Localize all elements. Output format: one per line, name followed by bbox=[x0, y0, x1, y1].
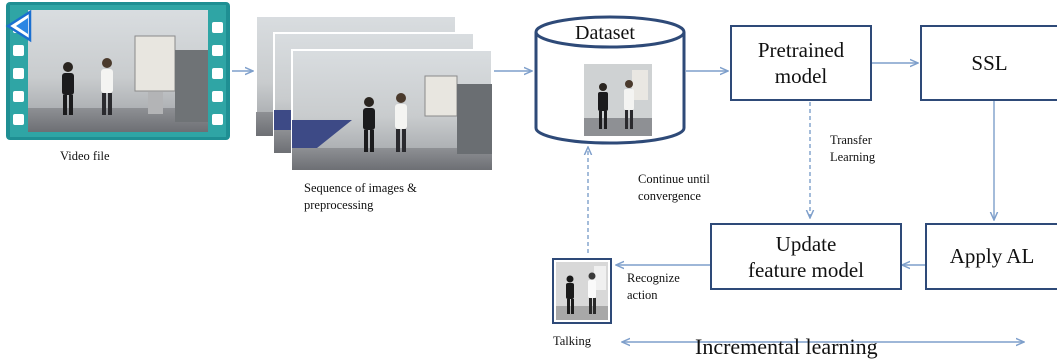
dataset-thumbnail bbox=[584, 64, 652, 136]
arrows bbox=[232, 63, 1024, 342]
apply-al-label: Apply AL bbox=[949, 244, 1035, 268]
update-feature-model-label-line1: Update bbox=[775, 231, 837, 256]
sequence-label-line1: Sequence of images & bbox=[304, 181, 417, 195]
continue-until-convergence-label: Continue until convergence bbox=[638, 171, 710, 205]
recognize-action-label: Recognize action bbox=[627, 270, 680, 304]
recognize-label-line1: Recognize bbox=[627, 271, 680, 285]
transfer-learning-label: Transfer Learning bbox=[830, 132, 875, 166]
transfer-label-line1: Transfer bbox=[830, 133, 872, 147]
play-triangle-icon bbox=[5, 9, 32, 43]
sequence-label-line2: preprocessing bbox=[304, 198, 374, 212]
recognize-label-line2: action bbox=[627, 288, 658, 302]
ssl-label: SSL bbox=[971, 50, 1008, 75]
talking-thumbnail bbox=[552, 258, 612, 324]
video-file-thumbnail bbox=[5, 2, 230, 140]
image-sequence-stack bbox=[255, 15, 493, 171]
sequence-label: Sequence of images & preprocessing bbox=[304, 180, 417, 214]
dataset-cylinder bbox=[534, 15, 686, 145]
transfer-label-line2: Learning bbox=[830, 150, 876, 164]
continue-label-line1: Continue until bbox=[638, 172, 710, 186]
update-feature-model-label-line2: feature model bbox=[747, 257, 865, 282]
pretrained-model-box: Pretrained model bbox=[730, 25, 872, 101]
talking-label: Talking bbox=[553, 334, 592, 348]
dataset-label: Dataset bbox=[575, 22, 635, 44]
incremental-learning-label: Incremental learning bbox=[695, 334, 878, 359]
apply-al-box: Apply AL bbox=[925, 223, 1057, 290]
ssl-box: SSL bbox=[920, 25, 1057, 101]
pretrained-model-label-line1: Pretrained bbox=[757, 38, 845, 62]
pretrained-model-label-line2: model bbox=[774, 64, 828, 88]
continue-label-line2: convergence bbox=[638, 189, 701, 203]
update-feature-model-box: Update feature model bbox=[710, 223, 902, 290]
video-file-label: Video file bbox=[60, 149, 110, 163]
